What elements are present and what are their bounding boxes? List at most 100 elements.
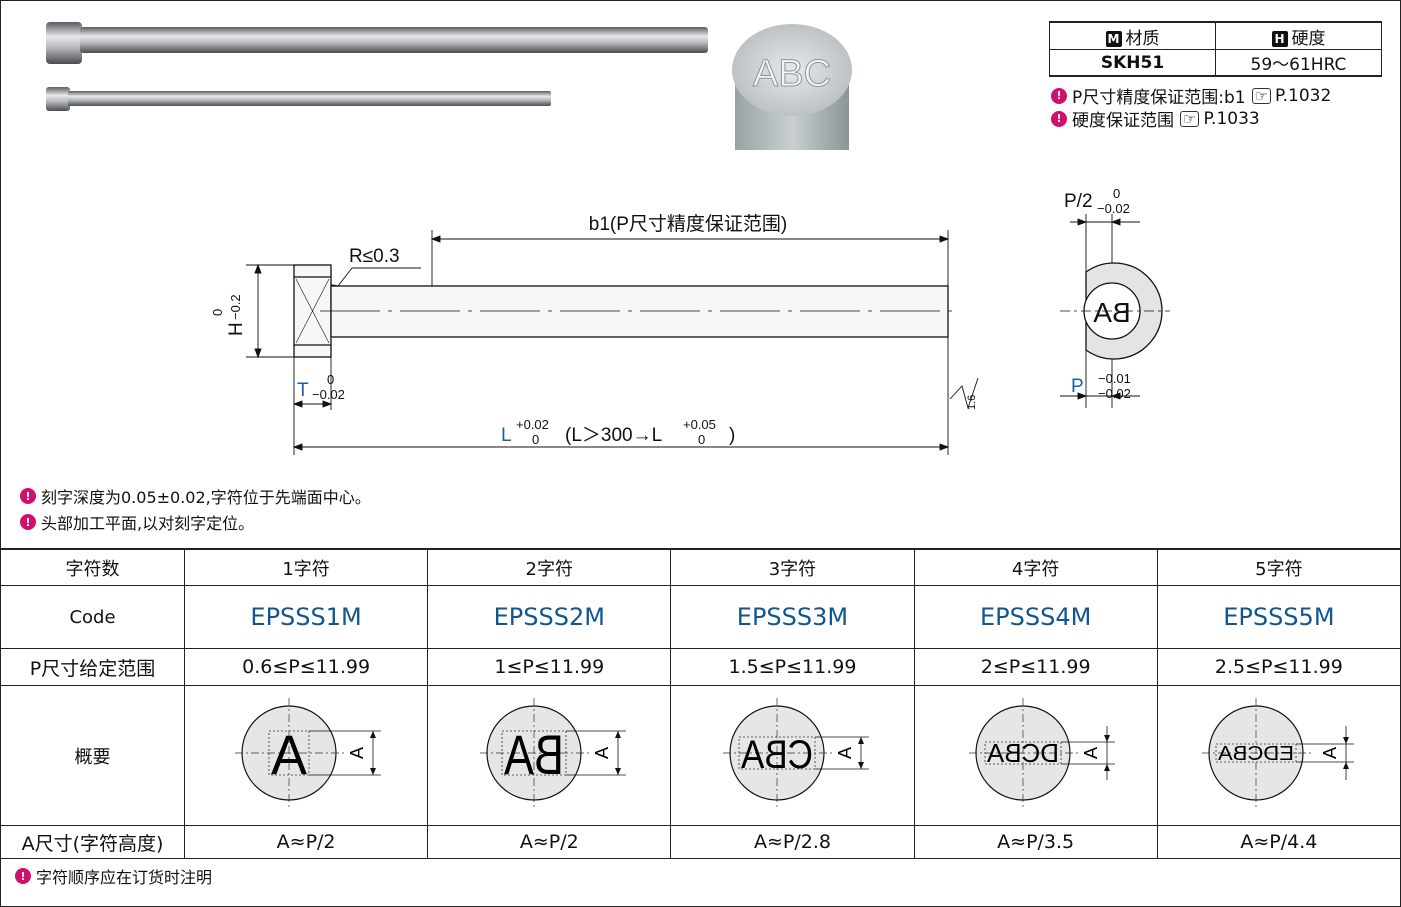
label-p-range: P尺寸给定范围 (0, 648, 185, 686)
hardness-value: 59～61HRC (1215, 49, 1382, 77)
note-engraving-depth: ! 刻字深度为0.05±0.02,字符位于先端面中心。 (20, 484, 371, 508)
pointing-hand-icon: ☞ (1180, 110, 1200, 127)
l-condition: (L＞300→L (565, 425, 662, 446)
code-5[interactable]: EPSSS5M (1156, 585, 1401, 649)
p2-tol-lower: −0.02 (1097, 201, 1130, 216)
engraving-text: ABC (753, 53, 831, 95)
p-range-1: 0.6≤P≤11.99 (183, 648, 429, 686)
overview-1: A A (183, 685, 429, 826)
h-dimension-label: H 0 −0.2 (210, 294, 247, 336)
overview-2: BA A (427, 685, 672, 826)
spec-table: 字符数 1字符 2字符 3字符 4字符 5字符 Code EPSSS1M EPS… (0, 548, 1401, 859)
p2-tol-upper: 0 (1113, 186, 1120, 201)
reference-page-link[interactable]: P.1033 (1203, 108, 1260, 129)
l-tol-lower: 0 (532, 432, 539, 447)
overview-a-label-2: A (592, 747, 612, 759)
hardness-icon: H (1271, 30, 1288, 47)
char-count-1: 1字符 (183, 548, 429, 586)
overview-a-label-3: A (835, 747, 855, 759)
h-tol-lower: −0.2 (228, 294, 243, 320)
row-a-size: A尺寸(字符高度) A≈P/2 A≈P/2 A≈P/2.8 A≈P/3.5 A≈… (0, 825, 1401, 859)
p-tol-upper: −0.01 (1098, 371, 1131, 386)
attention-icon: ! (15, 868, 31, 884)
row-char-count: 字符数 1字符 2字符 3字符 4字符 5字符 (0, 548, 1401, 586)
note-char-order: ! 字符顺序应在订货时注明 (15, 864, 212, 888)
code-3[interactable]: EPSSS3M (670, 585, 915, 649)
material-icon: M (1105, 30, 1122, 47)
technical-drawing: ABC (46, 22, 1170, 455)
overview-chars-3: CBA (741, 733, 813, 777)
pin-end-view: BA P/2 0 −0.02 P −0.01 −0.02 (1060, 186, 1170, 408)
overview-a-label-4: A (1081, 747, 1101, 759)
product-photo-long-pin (46, 22, 708, 64)
overview-diagram-4: DCBA A (968, 698, 1115, 808)
row-overview: 概要 A A BA (0, 685, 1401, 826)
a-size-2: A≈P/2 (427, 825, 672, 859)
dimension-lines (246, 230, 979, 455)
radius-label: R≤0.3 (349, 246, 400, 267)
attention-icon: ! (1051, 110, 1067, 127)
pointing-hand-icon: ☞ (1251, 87, 1272, 104)
p-range-5: 2.5≤P≤11.99 (1156, 648, 1401, 686)
p-range-3: 1.5≤P≤11.99 (670, 648, 915, 686)
label-char-count: 字符数 (0, 548, 185, 586)
a-size-4: A≈P/3.5 (913, 825, 1158, 859)
a-size-1: A≈P/2 (183, 825, 429, 859)
label-a-size: A尺寸(字符高度) (0, 825, 185, 859)
reference-precision: ! P尺寸精度保证范围:b1 ☞ P.1032 (1051, 83, 1331, 108)
p-label: P (1071, 376, 1084, 397)
end-view-text: BA (1093, 297, 1131, 328)
char-count-3: 3字符 (670, 548, 915, 586)
attention-icon: ! (20, 488, 36, 504)
h-label: H (226, 322, 247, 336)
reference-page-link[interactable]: P.1032 (1275, 85, 1332, 106)
overview-diagram-5: EDCBA A (1201, 698, 1354, 808)
l-tol-upper: +0.02 (516, 417, 549, 432)
overview-chars-1: A (271, 723, 308, 786)
label-code: Code (0, 585, 185, 649)
a-size-3: A≈P/2.8 (670, 825, 915, 859)
product-photo-short-pin (46, 87, 551, 111)
overview-4: DCBA A (913, 685, 1158, 826)
b1-label: b1(P尺寸精度保证范围) (589, 213, 787, 235)
attention-icon: ! (1051, 87, 1067, 104)
char-count-4: 4字符 (913, 548, 1158, 586)
row-code: Code EPSSS1M EPSSS2M EPSSS3M EPSSS4M EPS… (0, 585, 1401, 649)
char-count-2: 2字符 (427, 548, 672, 586)
overview-3: CBA A (670, 685, 915, 826)
l-cond-tol-upper: +0.05 (683, 417, 716, 432)
t-tol-upper: 0 (327, 372, 334, 387)
code-1[interactable]: EPSSS1M (183, 585, 429, 649)
label-overview: 概要 (0, 685, 185, 826)
l-condition-close: ) (729, 425, 735, 446)
l-cond-tol-lower: 0 (698, 432, 705, 447)
overview-diagram-2: BA A (480, 698, 627, 808)
overview-5: EDCBA A (1156, 685, 1401, 826)
product-photo-engraved-tip: ABC (732, 24, 852, 150)
reference-hardness: ! 硬度保证范围 ☞ P.1033 (1051, 106, 1260, 131)
row-p-range: P尺寸给定范围 0.6≤P≤11.99 1≤P≤11.99 1.5≤P≤11.9… (0, 648, 1401, 686)
roughness-value: 1.6 (966, 395, 978, 410)
p-tol-lower: −0.02 (1098, 386, 1131, 401)
overview-chars-4: DCBA (986, 738, 1059, 768)
code-2[interactable]: EPSSS2M (427, 585, 672, 649)
overview-diagram-1: A A (235, 698, 382, 808)
overview-diagram-3: CBA A (723, 698, 870, 808)
t-label: T (297, 380, 309, 401)
attention-icon: ! (20, 514, 36, 530)
t-tol-lower: −0.02 (312, 387, 345, 402)
l-label: L (501, 425, 512, 446)
overview-a-label-1: A (347, 747, 367, 759)
overview-chars-5: EDCBA (1217, 743, 1294, 765)
p-range-2: 1≤P≤11.99 (427, 648, 672, 686)
pin-side-view (293, 264, 960, 358)
overview-a-label-5: A (1320, 747, 1340, 759)
code-4[interactable]: EPSSS4M (913, 585, 1158, 649)
material-value: SKH51 (1049, 49, 1216, 77)
h-tol-upper: 0 (210, 309, 225, 316)
overview-chars-2: BA (504, 723, 565, 786)
a-size-5: A≈P/4.4 (1156, 825, 1401, 859)
